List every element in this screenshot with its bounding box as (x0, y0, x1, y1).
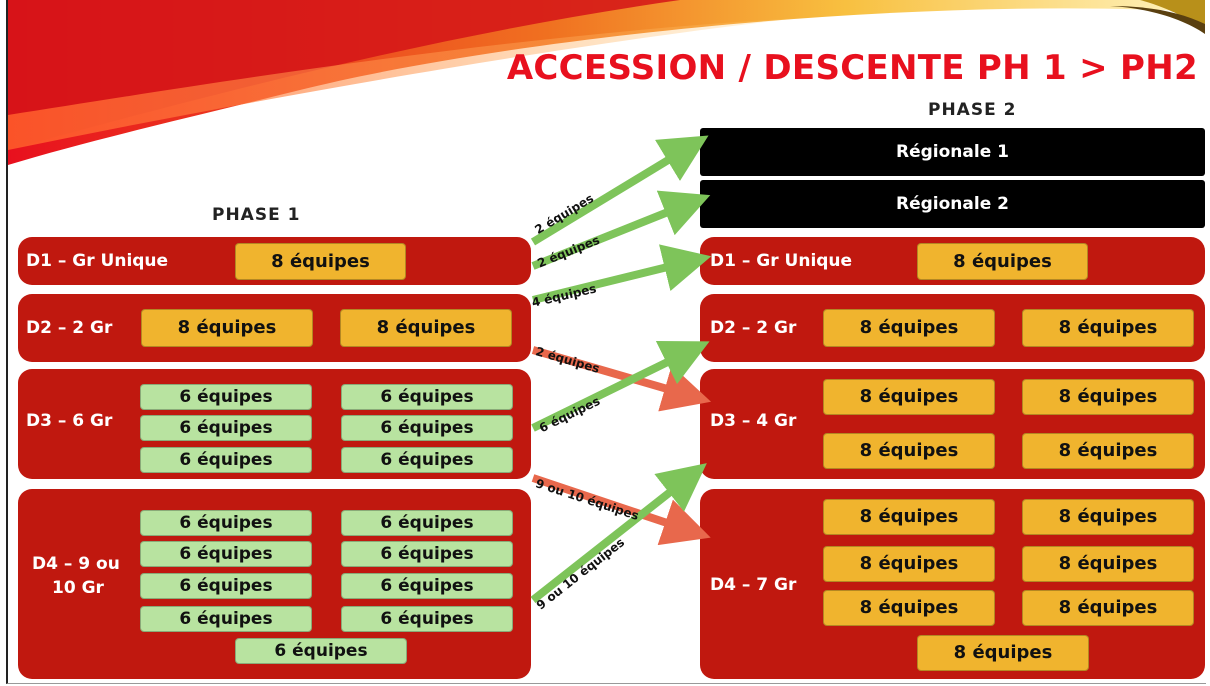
arrow-d1-to-r1 (530, 135, 709, 246)
team-count-pill: 8 équipes (917, 635, 1089, 671)
team-count-pill: 8 équipes (823, 590, 995, 626)
team-count-pill: 6 équipes (140, 541, 312, 567)
phase2-d3-block: D3 – 4 Gr 8 équipes 8 équipes 8 équipes … (700, 369, 1205, 479)
phase2-d4-block: D4 – 7 Gr 8 équipes 8 équipes 8 équipes … (700, 489, 1205, 679)
phase2-d1-block: D1 – Gr Unique 8 équipes (700, 237, 1205, 285)
team-count-pill: 8 équipes (1022, 499, 1194, 535)
team-count-pill: 6 équipes (341, 573, 513, 599)
division-label: D2 – 2 Gr (26, 318, 113, 338)
regionale-2-box: Régionale 2 (700, 180, 1205, 228)
team-count-pill: 6 équipes (140, 384, 312, 410)
team-count-pill: 8 équipes (1022, 433, 1194, 469)
team-count-pill: 6 équipes (140, 573, 312, 599)
team-count-pill: 8 équipes (1022, 590, 1194, 626)
team-count-pill: 6 équipes (140, 447, 312, 473)
team-count-pill: 6 équipes (341, 447, 513, 473)
phase2-d2-block: D2 – 2 Gr 8 équipes 8 équipes (700, 294, 1205, 362)
arrow-d2-to-d3 (531, 346, 712, 412)
division-label-line2: 10 Gr (52, 578, 104, 598)
division-label: D2 – 2 Gr (710, 318, 797, 338)
arrow-d1-to-r2 (531, 190, 711, 270)
phase-1-label: PHASE 1 (212, 205, 301, 225)
team-count-pill: 6 équipes (341, 606, 513, 632)
phase1-d4-block: D4 – 9 ou 10 Gr 6 équipes 6 équipes 6 éq… (18, 489, 531, 679)
team-count-pill: 8 équipes (340, 309, 512, 347)
slide-title: ACCESSION / DESCENTE PH 1 > PH2 (506, 48, 1198, 88)
arrow-d2-to-d1 (532, 244, 712, 304)
arrow-d3-to-d4 (531, 474, 711, 546)
team-count-pill: 8 équipes (823, 546, 995, 582)
team-count-pill: 8 équipes (823, 309, 995, 347)
team-count-pill: 6 équipes (235, 638, 407, 664)
team-count-pill: 8 équipes (235, 243, 406, 280)
team-count-pill: 6 équipes (341, 541, 513, 567)
arrow-d4-to-d3 (530, 463, 707, 604)
team-count-pill: 8 équipes (823, 433, 995, 469)
phase1-d2-block: D2 – 2 Gr 8 équipes 8 équipes (18, 294, 531, 362)
division-label: D1 – Gr Unique (26, 251, 169, 271)
division-label: D1 – Gr Unique (710, 251, 853, 271)
slide-frame (6, 0, 1206, 684)
team-count-pill: 6 équipes (341, 510, 513, 536)
phase1-d1-block: D1 – Gr Unique 8 équipes (18, 237, 531, 285)
team-count-pill: 6 équipes (140, 606, 312, 632)
division-label: D4 – 7 Gr (710, 575, 797, 595)
team-count-pill: 8 équipes (1022, 379, 1194, 415)
team-count-pill: 6 équipes (341, 415, 513, 441)
team-count-pill: 6 équipes (341, 384, 513, 410)
swoosh-decoration (8, 0, 1205, 165)
team-count-pill: 8 équipes (1022, 546, 1194, 582)
phase-2-label: PHASE 2 (928, 100, 1017, 120)
regionale-1-box: Régionale 1 (700, 128, 1205, 176)
division-label-line1: D4 – 9 ou (32, 554, 120, 574)
arrow-d3-to-d2 (531, 341, 710, 432)
team-count-pill: 8 équipes (917, 243, 1088, 280)
team-count-pill: 8 équipes (823, 499, 995, 535)
team-count-pill: 8 équipes (823, 379, 995, 415)
team-count-pill: 6 équipes (140, 510, 312, 536)
team-count-pill: 6 équipes (140, 415, 312, 441)
team-count-pill: 8 équipes (141, 309, 313, 347)
phase1-d3-block: D3 – 6 Gr 6 équipes 6 équipes 6 équipes … (18, 369, 531, 479)
team-count-pill: 8 équipes (1022, 309, 1194, 347)
division-label: D3 – 6 Gr (26, 411, 113, 431)
division-label: D3 – 4 Gr (710, 411, 797, 431)
